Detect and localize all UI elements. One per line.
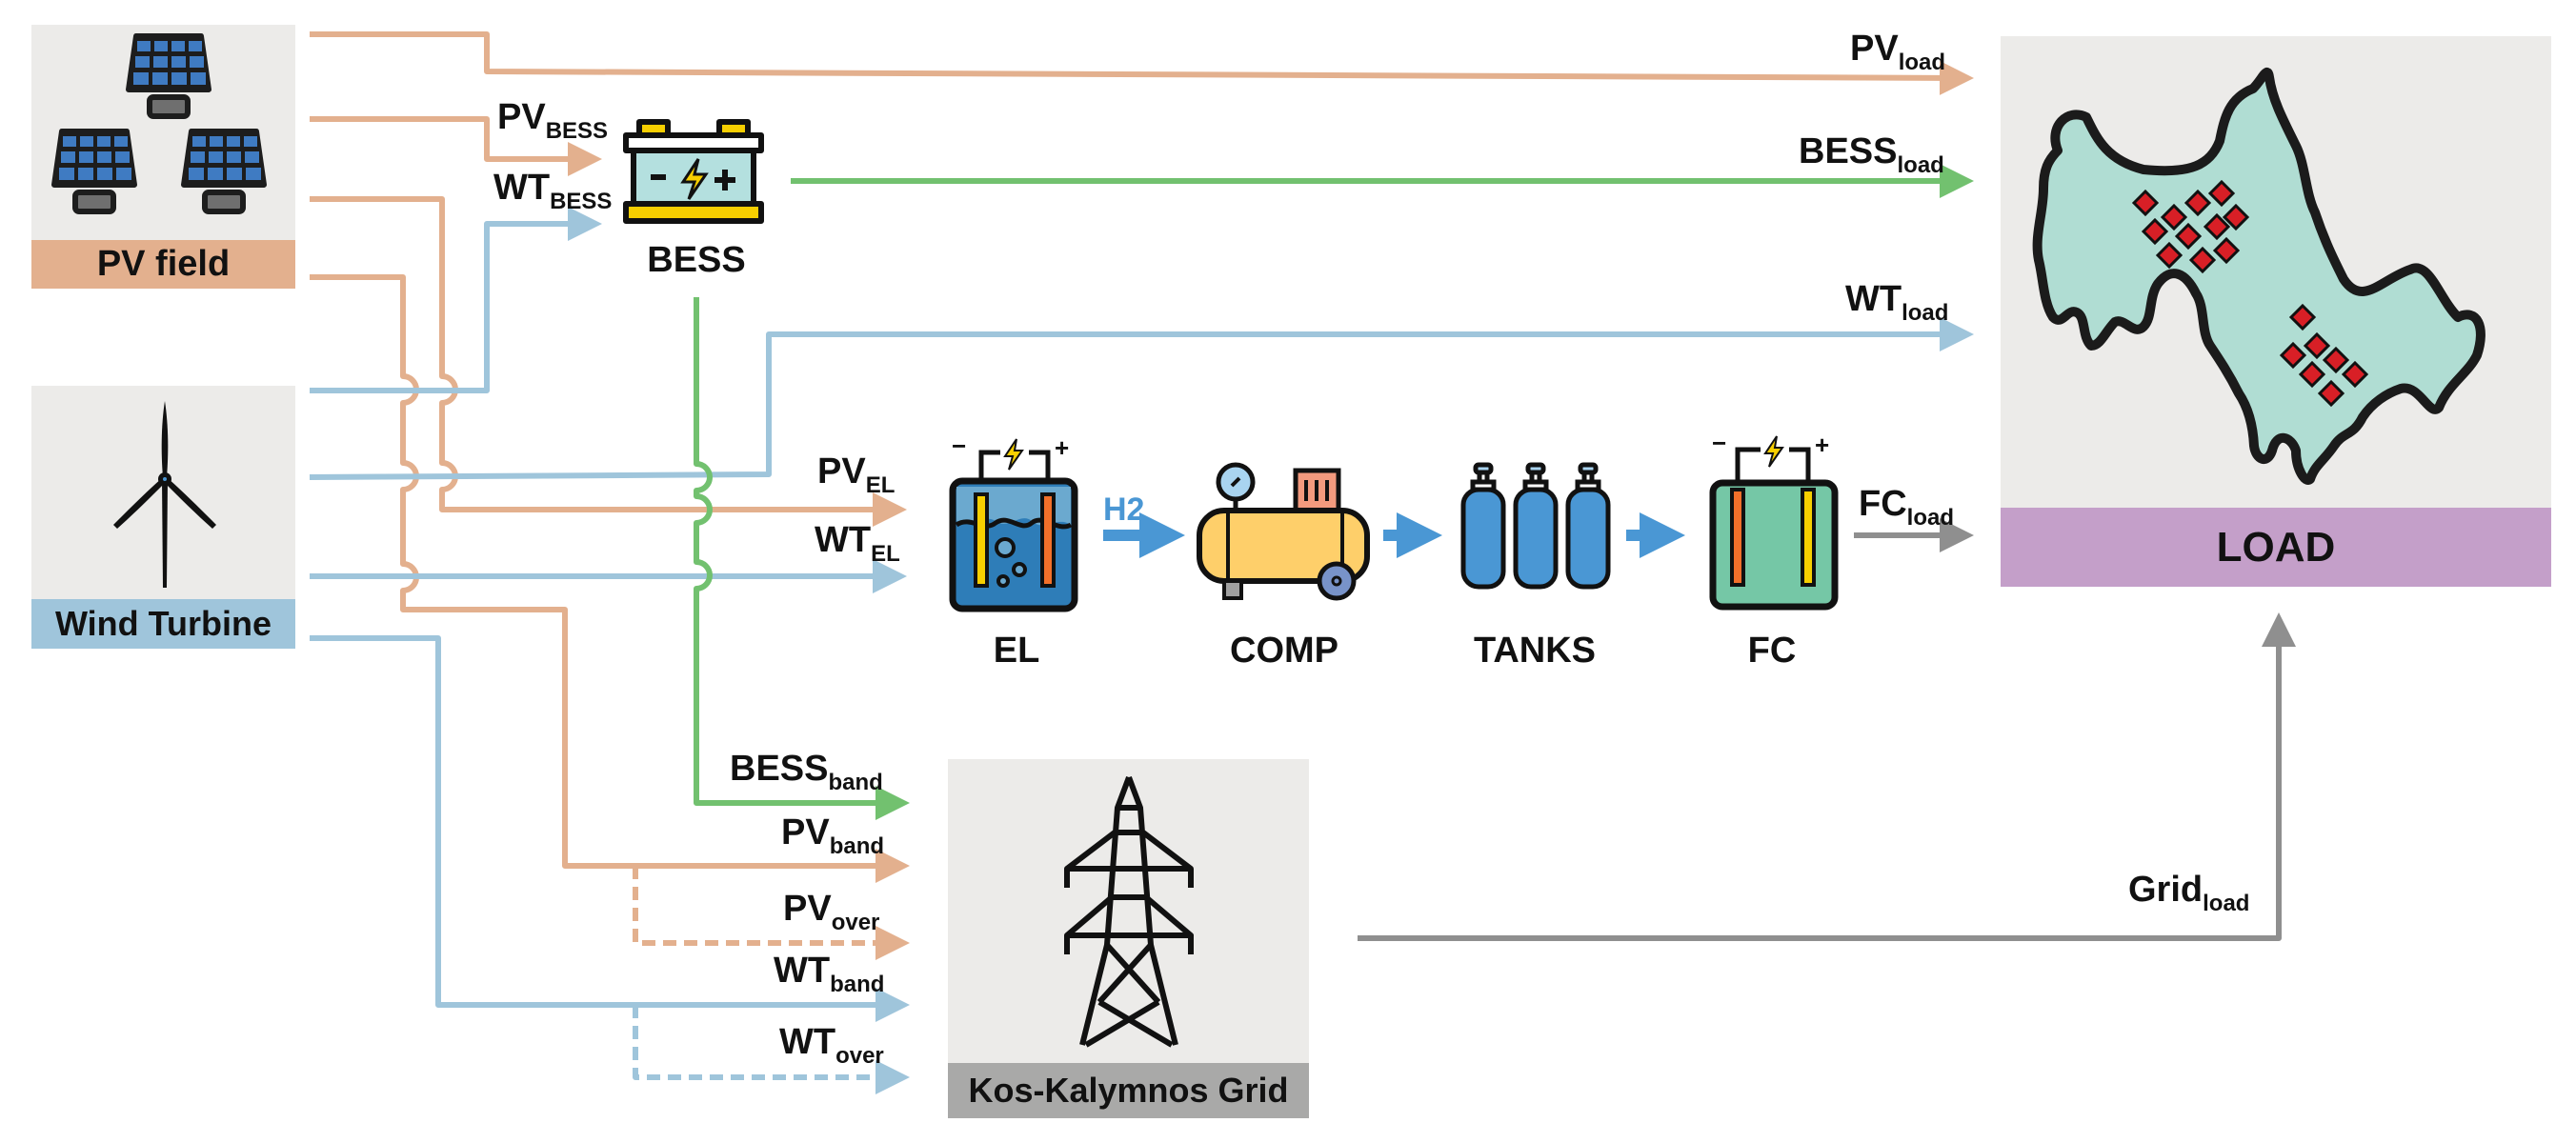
island-map-icon [2032, 67, 2485, 485]
fuel-cell-node[interactable]: − + [1708, 429, 1841, 612]
label-wt-band: WTband [774, 951, 885, 997]
hydrogen-tanks-icon [1460, 462, 1611, 590]
bess-node[interactable] [622, 119, 765, 224]
label-pv-over: PVover [783, 889, 880, 935]
svg-text:+: + [1815, 431, 1829, 459]
flow-wt-load [309, 317, 1974, 480]
h2-label: H2 [1103, 491, 1145, 528]
tanks-label: TANKS [1473, 631, 1597, 671]
label-pv-el: PVEL [817, 451, 896, 498]
compressor-node[interactable] [1196, 459, 1372, 602]
label-bess-load: BESSload [1799, 131, 1944, 178]
grid-label: Kos-Kalymnos Grid [948, 1063, 1309, 1118]
el-label: EL [993, 631, 1040, 671]
fc-label: FC [1747, 631, 1797, 671]
label-wt-load: WTload [1845, 279, 1949, 326]
label-fc-load: FCload [1859, 484, 1954, 531]
pv-field-node[interactable]: PV field [31, 25, 295, 289]
flow-wt-bess [310, 207, 602, 393]
label-wt-bess: WTBESS [493, 168, 613, 214]
battery-icon [623, 119, 764, 224]
compressor-icon [1197, 462, 1370, 601]
flow-pv-load [310, 31, 1974, 95]
electrolyzer-node[interactable]: − + [948, 431, 1081, 614]
svg-text:−: − [952, 433, 966, 460]
flow-pv-bess [310, 116, 602, 176]
flow-grid-load [1358, 612, 2296, 941]
wind-turbine-icon [113, 401, 216, 588]
fuel-cell-icon: − + [1709, 429, 1839, 611]
comp-label: COMP [1230, 631, 1338, 671]
wind-turbine-node[interactable]: Wind Turbine [31, 386, 295, 649]
tanks-node[interactable] [1458, 462, 1615, 591]
svg-text:−: − [1712, 431, 1726, 457]
solar-panels-icon [51, 33, 267, 214]
label-pv-load: PVload [1850, 29, 1946, 75]
transmission-tower-icon [1064, 775, 1194, 1048]
flow-wt-over [633, 1005, 910, 1094]
bess-label: BESS [647, 240, 746, 280]
grid-node[interactable]: Kos-Kalymnos Grid [948, 759, 1309, 1118]
svg-text:+: + [1055, 433, 1069, 462]
wind-turbine-label: Wind Turbine [31, 599, 295, 649]
load-label: LOAD [2001, 508, 2551, 587]
pv-field-label: PV field [31, 240, 295, 289]
flow-bess-band [694, 297, 910, 820]
electrolyzer-icon: − + [949, 431, 1078, 612]
flow-pv-over [633, 866, 910, 960]
label-grid-load: Gridload [2128, 870, 2250, 916]
load-node[interactable]: LOAD [2001, 36, 2551, 587]
flow-pv-el [310, 196, 907, 527]
label-bess-band: BESSband [730, 749, 883, 795]
label-wt-el: WTEL [815, 520, 900, 567]
label-wt-over: WTover [779, 1022, 884, 1069]
label-pv-band: PVband [781, 812, 885, 859]
label-pv-bess: PVBESS [497, 97, 609, 144]
flow-wt-band [310, 635, 910, 1022]
